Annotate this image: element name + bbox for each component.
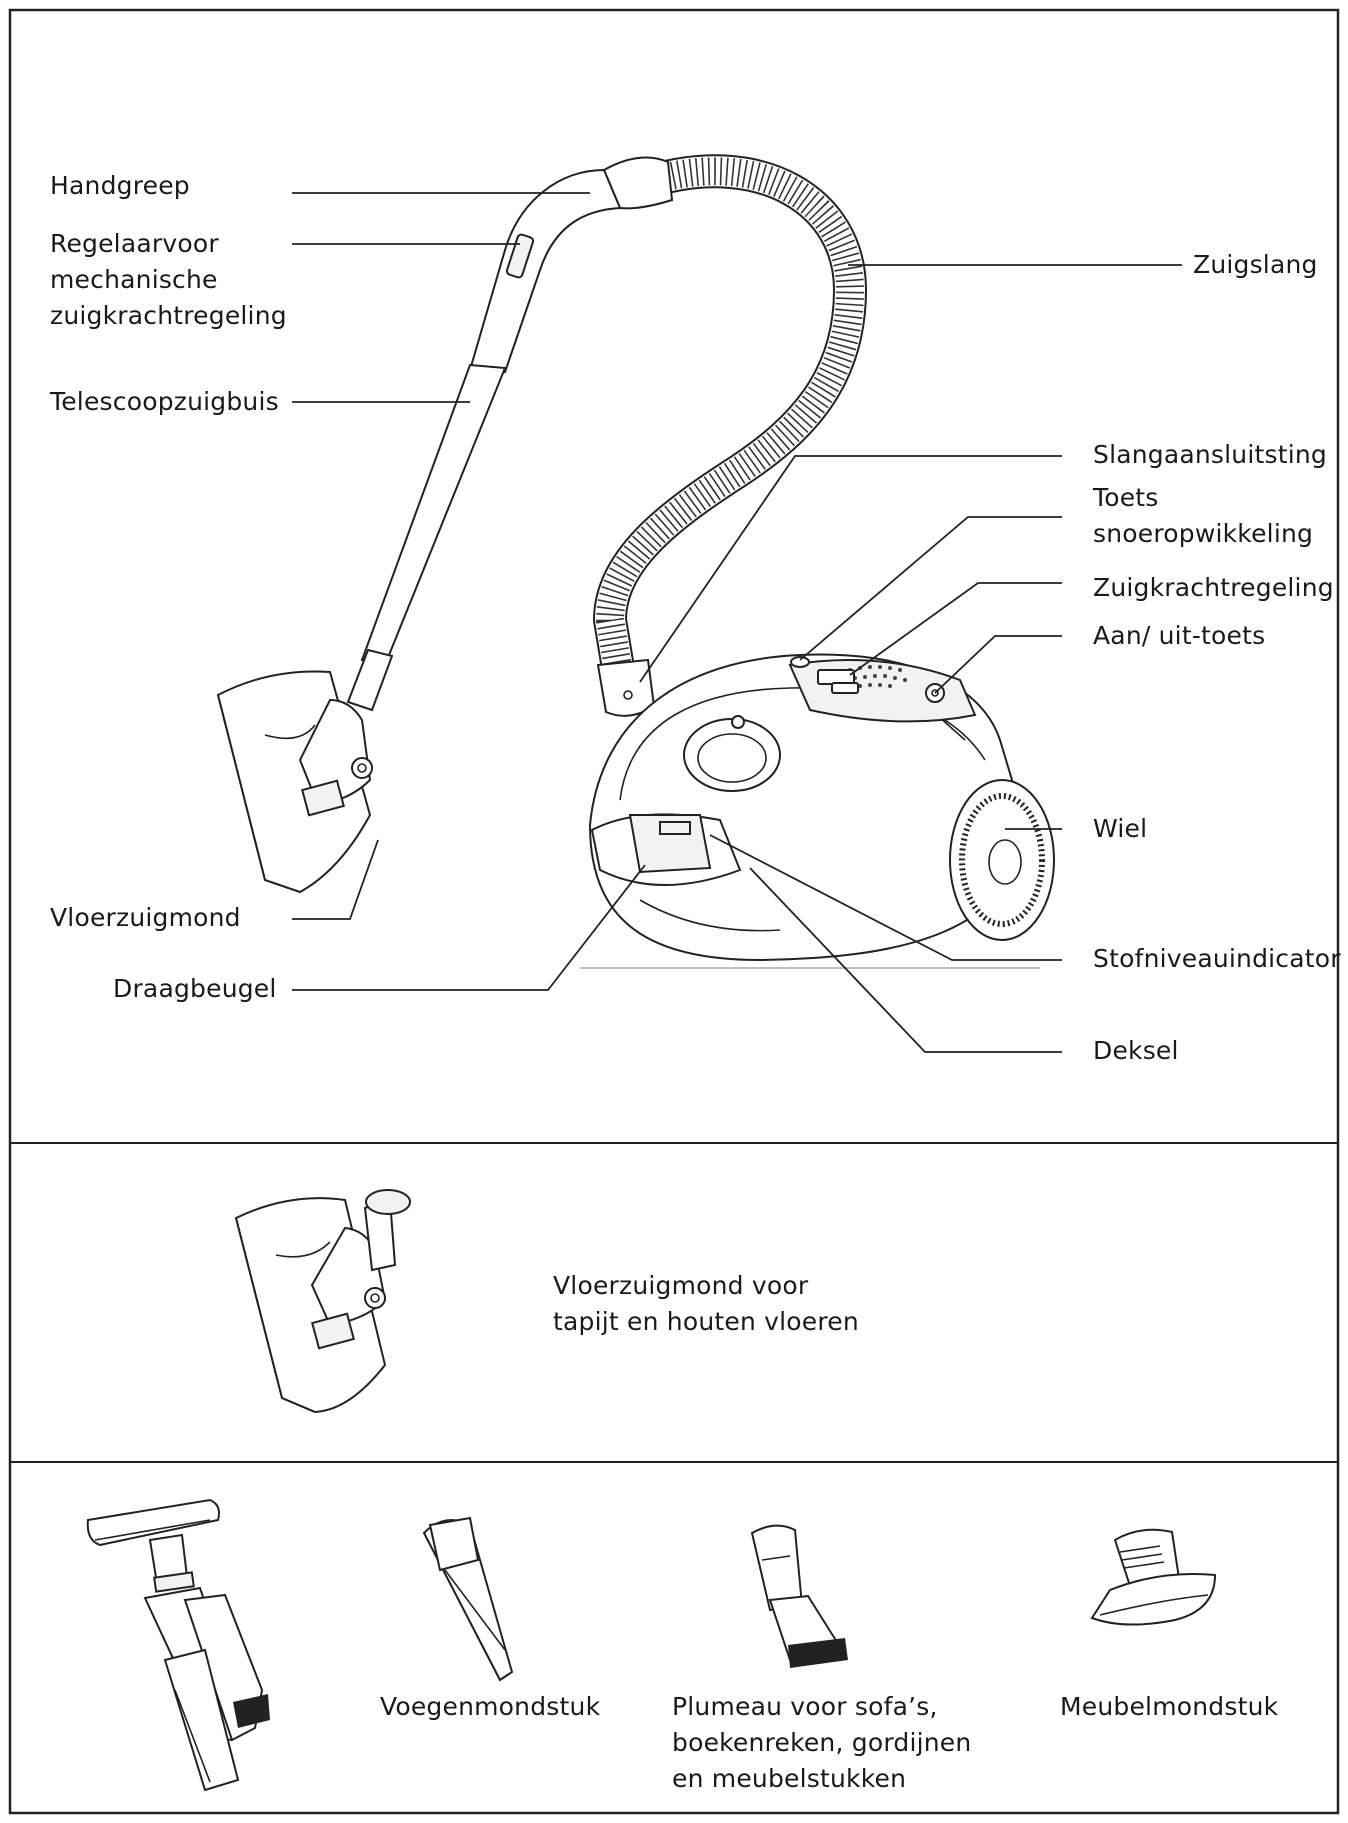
dusting-brush-icon bbox=[750, 1524, 848, 1668]
label-zuigslang: Zuigslang bbox=[1193, 250, 1318, 279]
floor-nozzle-detail-illustration bbox=[234, 1189, 411, 1414]
label-handgreep: Handgreep bbox=[50, 171, 190, 200]
label-slangaansluitsting: Slangaansluitsting bbox=[1093, 440, 1327, 469]
accessory-label-voegenmondstuk: Voegenmondstuk bbox=[380, 1692, 601, 1721]
accessory-label-plumeau: Plumeau voor sofa’s, boekenreken, gordij… bbox=[672, 1692, 972, 1793]
label-toets-snoeropwikkeling: Toets snoeropwikkeling bbox=[1093, 483, 1314, 548]
label-wiel: Wiel bbox=[1093, 814, 1148, 843]
floor-nozzle-illustration bbox=[216, 670, 373, 894]
label-zuigkrachtregeling: Zuigkrachtregeling bbox=[1093, 573, 1334, 602]
accessory-label-meubelmondstuk: Meubelmondstuk bbox=[1060, 1692, 1279, 1721]
vacuum-body-illustration bbox=[580, 653, 1055, 969]
upholstery-nozzle-icon bbox=[1090, 1528, 1217, 1626]
label-deksel: Deksel bbox=[1093, 1036, 1179, 1065]
label-aan-uit-toets: Aan/ uit-toets bbox=[1093, 621, 1266, 650]
hose-illustration bbox=[592, 154, 868, 717]
label-regelaar: Regelaarvoor mechanische zuigkrachtregel… bbox=[50, 229, 287, 330]
combination-brush-icon bbox=[86, 1498, 270, 1792]
label-stofniveauindicator: Stofniveauindicator bbox=[1093, 944, 1341, 973]
leader-lines bbox=[292, 192, 1182, 1053]
label-telescoopzuigbuis: Telescoopzuigbuis bbox=[50, 387, 279, 416]
handle-illustration bbox=[468, 156, 674, 374]
floor-nozzle-caption: Vloerzuigmond voor tapijt en houten vloe… bbox=[553, 1271, 859, 1336]
label-vloerzuigmond: Vloerzuigmond bbox=[50, 903, 241, 932]
vacuum-cleaner-illustration bbox=[216, 154, 1182, 1053]
frame bbox=[8, 8, 1340, 1815]
label-draagbeugel: Draagbeugel bbox=[113, 974, 277, 1003]
crevice-nozzle-icon bbox=[422, 1516, 514, 1682]
telescopic-tube-illustration bbox=[346, 363, 507, 712]
